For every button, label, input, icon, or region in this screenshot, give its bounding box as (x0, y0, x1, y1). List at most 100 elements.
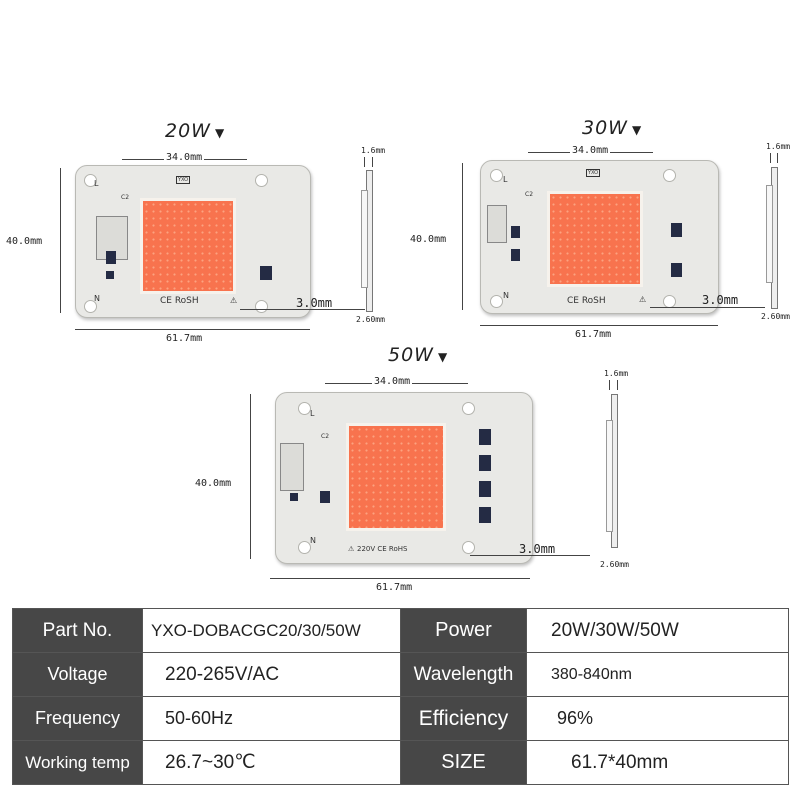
width-dimension: 34.0mm (570, 145, 611, 156)
height-dimension: 40.0mm (6, 236, 43, 247)
driver-chip (260, 266, 272, 280)
spacer-dimension: 3.0mm (296, 296, 333, 310)
mounting-hole (84, 300, 97, 313)
height-dimension: 40.0mm (195, 478, 232, 489)
side-profile-component (766, 185, 773, 283)
warning-icon: ⚠ (639, 295, 647, 304)
cob-led-array (346, 423, 446, 531)
pcb-label-n: N (503, 291, 509, 300)
model-title-text: 20W (165, 120, 211, 142)
dimension-line (777, 153, 778, 163)
brand-logo: YXO (586, 169, 601, 177)
side-dimension: 2.60mm (761, 312, 790, 321)
driver-chip (106, 251, 116, 264)
driver-chip (479, 429, 491, 445)
warning-icon: ⚠ (348, 545, 355, 553)
model-title: 20W▼ (165, 120, 225, 142)
dimension-line (470, 555, 590, 556)
spec-value: 26.7~30℃ (142, 740, 401, 785)
spec-label: SIZE (400, 740, 527, 785)
thickness-dimension: 1.6mm (766, 142, 791, 151)
driver-chip (106, 271, 114, 279)
driver-chip (511, 226, 520, 238)
mounting-hole (490, 295, 503, 308)
mounting-hole (84, 174, 97, 187)
model-title-text: 50W (388, 344, 434, 366)
spec-table: Part No. YXO-DOBACGC20/30/50W Power 20W/… (12, 608, 789, 785)
pcb-label-c2: C2 (321, 433, 330, 440)
driver-chip (671, 263, 682, 277)
led-board: L N C2 YXO CE RoSH ⚠ (75, 165, 311, 318)
driver-chip (290, 493, 298, 501)
driver-chip (479, 455, 491, 471)
side-profile-component (606, 420, 613, 532)
spec-value: 220-265V/AC (142, 652, 401, 697)
dropdown-arrow-icon: ▼ (437, 350, 449, 364)
pcb-label-l: L (503, 175, 508, 184)
driver-chip (320, 491, 330, 503)
length-dimension: 61.7mm (376, 582, 413, 593)
mounting-hole (255, 300, 268, 313)
dimension-line (75, 329, 310, 330)
spec-label: Working temp (12, 740, 143, 785)
mounting-hole (462, 402, 475, 415)
dimension-line (462, 163, 463, 310)
model-title: 30W▼ (582, 117, 642, 139)
thickness-dimension: 1.6mm (604, 369, 629, 378)
certification-mark: CE RoSH (160, 296, 199, 306)
side-dimension: 2.60mm (600, 560, 629, 569)
dimension-line (250, 394, 251, 559)
dimension-line (480, 325, 718, 326)
mounting-hole (663, 169, 676, 182)
width-dimension: 34.0mm (372, 376, 413, 387)
dimension-line (372, 157, 373, 167)
table-row: Part No. YXO-DOBACGC20/30/50W Power 20W/… (12, 608, 789, 653)
pcb-label-c2: C2 (121, 194, 130, 201)
spacer-dimension: 3.0mm (519, 542, 556, 556)
dimension-line (617, 380, 618, 390)
height-dimension: 40.0mm (410, 234, 447, 245)
dimension-line (770, 153, 771, 163)
driver-component (280, 443, 304, 491)
mounting-hole (490, 169, 503, 182)
length-dimension: 61.7mm (166, 333, 203, 344)
mounting-hole (298, 541, 311, 554)
driver-chip (479, 481, 491, 497)
dimension-line (240, 309, 365, 310)
table-row: Frequency 50-60Hz Efficiency 96% (12, 696, 789, 741)
spec-label: Frequency (12, 696, 143, 741)
dimension-line (650, 307, 765, 308)
spacer-dimension: 3.0mm (702, 293, 739, 307)
spec-value: 96% (526, 696, 789, 741)
thickness-dimension: 1.6mm (361, 146, 386, 155)
spec-value: YXO-DOBACGC20/30/50W (142, 608, 401, 653)
driver-chip (671, 223, 682, 237)
spec-value: 20W/30W/50W (526, 608, 789, 653)
driver-chip (479, 507, 491, 523)
dimension-line (609, 380, 610, 390)
pcb-label-l: L (94, 179, 99, 188)
dropdown-arrow-icon: ▼ (214, 126, 226, 140)
table-row: Working temp 26.7~30℃ SIZE 61.7*40mm (12, 740, 789, 785)
spec-value: 61.7*40mm (526, 740, 789, 785)
pcb-label-n: N (310, 536, 316, 545)
led-board: L N C2 YXO CE RoSH ⚠ (480, 160, 719, 314)
spec-label: Power (400, 608, 527, 653)
pcb-label-c2: C2 (525, 191, 534, 198)
mounting-hole (298, 402, 311, 415)
brand-logo: YXO (176, 176, 191, 184)
led-board: L N C2 ⚠ 220V CE RoHS (275, 392, 533, 564)
spec-label: Voltage (12, 652, 143, 697)
side-dimension: 2.60mm (356, 315, 385, 324)
side-profile-component (361, 190, 368, 288)
cob-led-array (140, 198, 236, 294)
spec-label: Wavelength (400, 652, 527, 697)
spec-label: Efficiency (400, 696, 527, 741)
dimension-line (364, 157, 365, 167)
dimension-line (270, 578, 530, 579)
dimension-line (60, 168, 61, 313)
length-dimension: 61.7mm (575, 329, 612, 340)
mounting-hole (255, 174, 268, 187)
spec-value: 50-60Hz (142, 696, 401, 741)
pcb-label-n: N (94, 294, 100, 303)
